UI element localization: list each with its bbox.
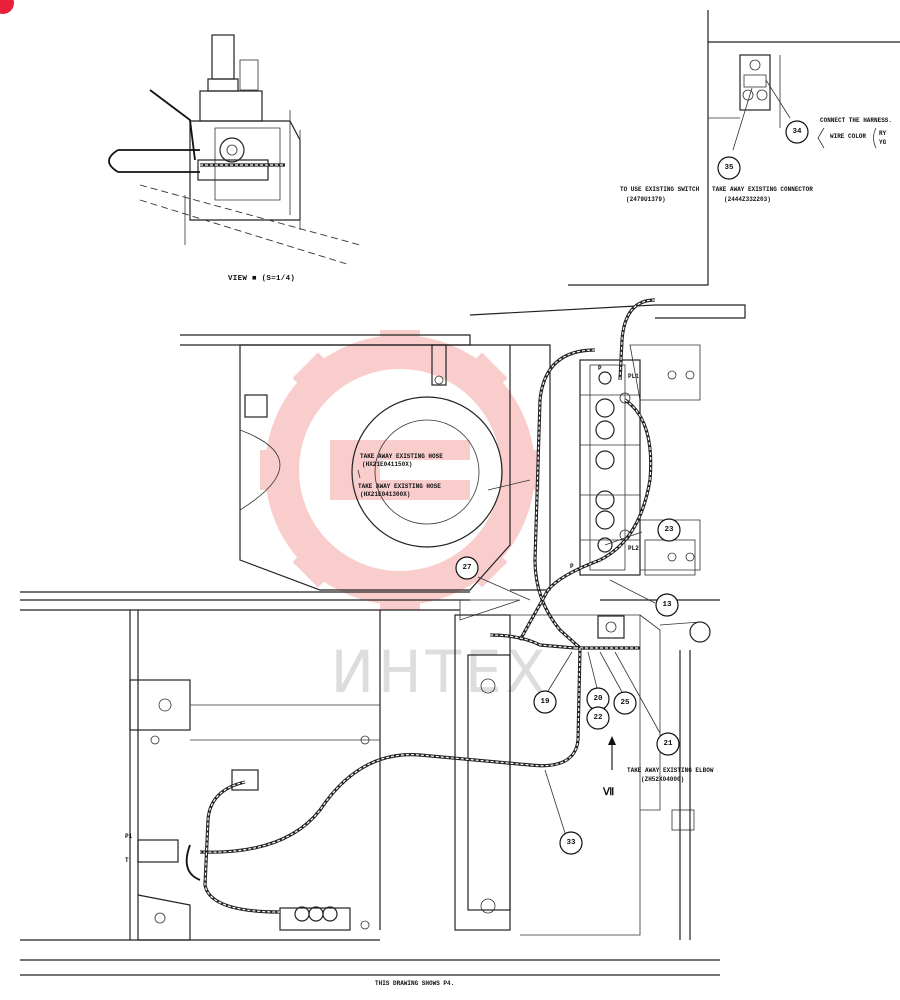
hose-note-2: TAKE AWAY EXISTING HOSE — [358, 483, 441, 490]
watermark-gear-icon — [260, 330, 540, 610]
callout-21 — [656, 732, 680, 756]
port-p1-left: P1 — [125, 833, 133, 840]
upper-frame: TAKE AWAY EXISTING HOSE (HX21E041150X) T… — [180, 304, 746, 591]
callout-35 — [717, 156, 741, 180]
hose-part-1: (HX21E041150X) — [362, 461, 412, 468]
connector-part-number: (2444Z332203) — [724, 196, 771, 203]
harness-note: CONNECT THE HARNESS. — [820, 117, 892, 124]
watermark-text: ИНТЕХ — [331, 638, 550, 706]
port-t-left: T — [125, 857, 129, 864]
callout-27 — [455, 556, 479, 580]
callout-13 — [655, 593, 679, 617]
harness-pointer-icon — [817, 127, 825, 149]
hose-part-2: (HX21E041300X) — [360, 491, 410, 498]
callout-13-number: 13 — [662, 601, 672, 609]
callout-20-number: 20 — [593, 695, 603, 703]
port-pl1: PL1 — [628, 373, 639, 380]
lower-hoses — [185, 633, 640, 914]
elbow-note: TAKE AWAY EXISTING ELBOW (ZH52X04000) Ⅶ — [602, 736, 714, 799]
callout-33 — [559, 831, 583, 855]
lower-structure: P1 T — [20, 539, 720, 976]
callout-33-number: 33 — [566, 839, 576, 847]
callout-27-number: 27 — [462, 564, 471, 572]
control-valve-bank: P PL1 PL2 P — [570, 359, 641, 576]
port-p-top: P — [598, 365, 602, 372]
port-p-bottom: P — [570, 563, 574, 570]
callout-19 — [533, 690, 557, 714]
callout-23-number: 23 — [664, 526, 674, 534]
wire-color-1: RY — [879, 130, 887, 137]
connector-inset: 34 35 CONNECT THE HARNESS. RY WIRE COLOR… — [568, 10, 900, 286]
wire-color-note: WIRE COLOR — [830, 133, 866, 140]
switch-part-number: (2479U1379) — [626, 196, 666, 203]
callout-34-number: 34 — [792, 128, 802, 136]
callout-21-number: 21 — [663, 740, 673, 748]
footer-note: THIS DRAWING SHOWS P4. — [375, 980, 454, 987]
callouts: 23 27 13 19 20 22 25 21 33 — [455, 518, 681, 855]
detail-view-label: VIEW ■ (S=1/4) — [228, 275, 295, 283]
switch-note: TO USE EXISTING SWITCH — [620, 186, 700, 193]
callout-22-number: 22 — [593, 714, 603, 722]
callout-23 — [657, 518, 681, 542]
callout-35-number: 35 — [724, 164, 734, 172]
port-pl2: PL2 — [628, 545, 639, 552]
connector-note: TAKE AWAY EXISTING CONNECTOR — [712, 186, 813, 193]
pilot-hoses — [518, 298, 656, 650]
corner-badge — [0, 0, 14, 14]
wire-color-brace-icon — [873, 127, 877, 149]
callout-25-number: 25 — [620, 699, 630, 707]
callout-19-number: 19 — [540, 698, 550, 706]
detail-view: VIEW ■ (S=1/4) — [108, 34, 361, 283]
callout-34 — [785, 120, 809, 144]
view-arrow-label: Ⅶ — [602, 787, 615, 799]
elbow-note-text: TAKE AWAY EXISTING ELBOW — [627, 767, 714, 774]
callout-22 — [586, 706, 610, 730]
watermark: ИНТЕХ — [260, 330, 550, 706]
view-arrowhead-icon — [608, 736, 616, 745]
callout-25 — [613, 691, 637, 715]
elbow-part-number: (ZH52X04000) — [641, 776, 684, 783]
hose-note-1: TAKE AWAY EXISTING HOSE — [360, 453, 443, 460]
wire-color-2: YG — [879, 139, 887, 146]
